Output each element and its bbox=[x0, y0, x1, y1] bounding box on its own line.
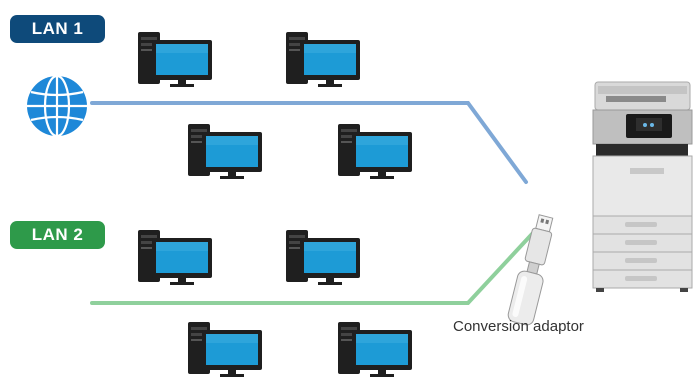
lan2-badge: LAN 2 bbox=[10, 221, 105, 249]
lan2-line bbox=[90, 232, 534, 305]
desktop-computer-icon bbox=[188, 124, 262, 179]
lan2-label: LAN 2 bbox=[31, 225, 84, 244]
desktop-computer-icon bbox=[338, 322, 412, 377]
multifunction-printer-icon bbox=[592, 81, 693, 292]
lan1-line bbox=[90, 101, 528, 184]
desktop-computer-icon bbox=[188, 322, 262, 377]
lan1-label: LAN 1 bbox=[31, 19, 84, 38]
desktop-computer-icon bbox=[286, 32, 360, 87]
globe-icon bbox=[27, 74, 87, 138]
desktop-computer-icon bbox=[138, 32, 212, 87]
lan1-badge: LAN 1 bbox=[10, 15, 105, 43]
adaptor-caption: Conversion adaptor bbox=[453, 318, 584, 335]
desktop-computer-icon bbox=[138, 230, 212, 285]
desktop-computer-icon bbox=[286, 230, 360, 285]
desktop-computer-icon bbox=[338, 124, 412, 179]
usb-adaptor-icon bbox=[507, 214, 554, 326]
